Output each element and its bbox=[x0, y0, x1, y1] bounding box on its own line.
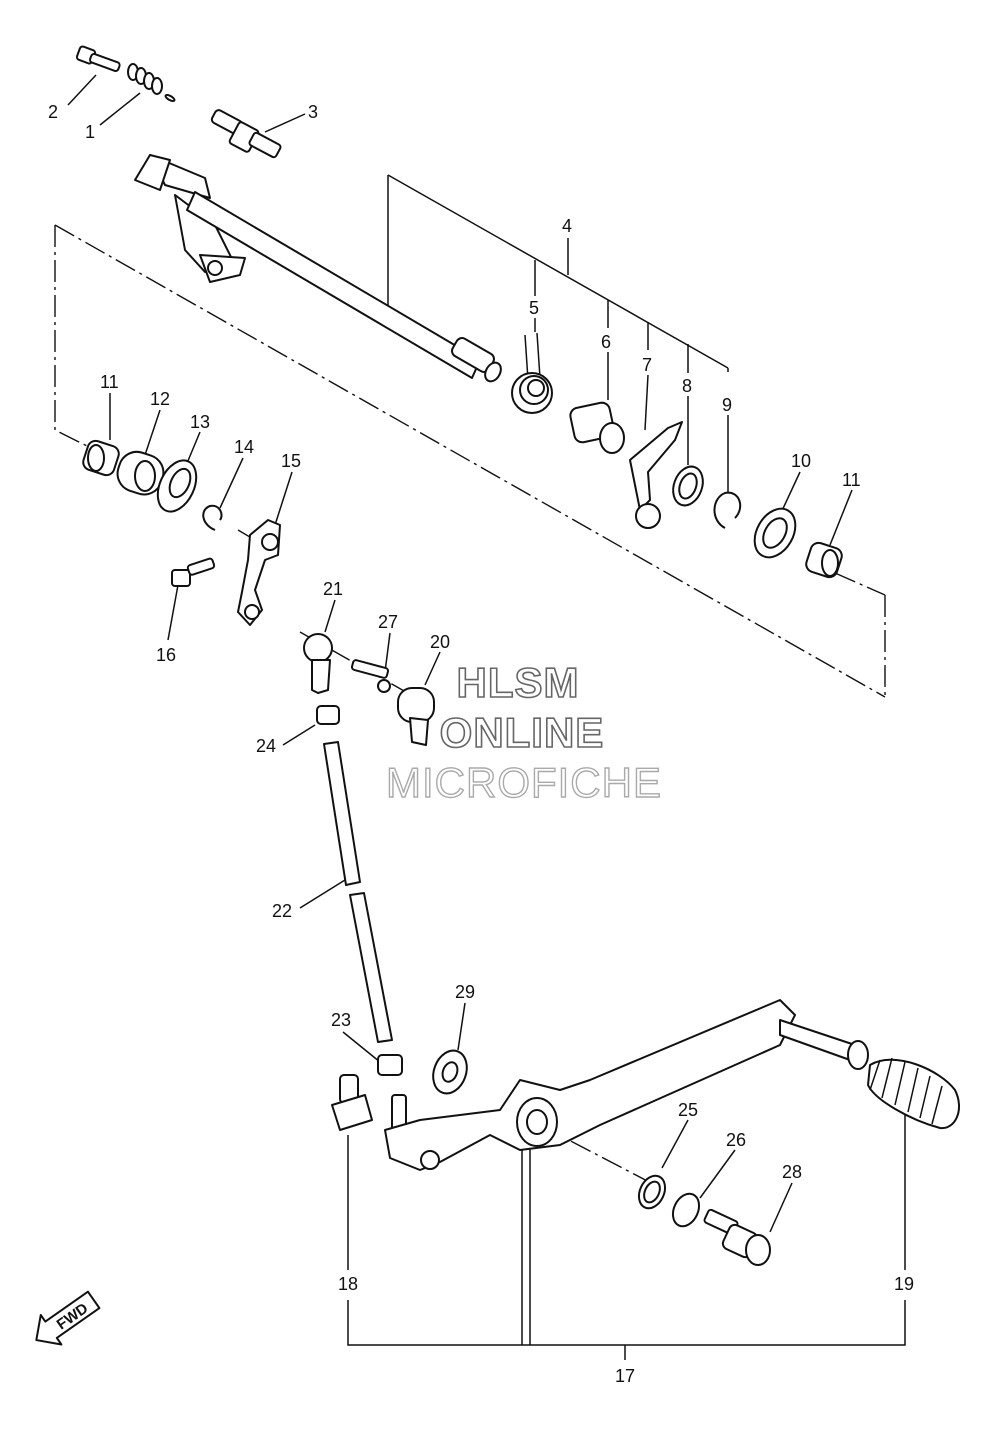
callout-11-left: 11 bbox=[100, 372, 119, 392]
part-19-rubber bbox=[867, 1057, 960, 1130]
callout-8: 8 bbox=[682, 376, 692, 396]
callout-9: 9 bbox=[722, 395, 732, 415]
callout-27: 27 bbox=[378, 612, 398, 632]
callout-3: 3 bbox=[308, 102, 318, 122]
part-16-bolt bbox=[171, 557, 216, 587]
part-20-rod-end bbox=[397, 687, 435, 746]
callout-24: 24 bbox=[256, 736, 276, 756]
part-5-spring bbox=[511, 332, 553, 414]
part-7-lever bbox=[629, 421, 683, 529]
part-3-stud bbox=[210, 109, 282, 159]
watermark-line-1: HLSM bbox=[457, 659, 580, 706]
callout-2: 2 bbox=[48, 102, 58, 122]
callout-11-right: 11 bbox=[842, 470, 861, 490]
callout-17: 17 bbox=[615, 1366, 635, 1386]
part-14-circlip bbox=[202, 504, 223, 531]
part-2-bolt bbox=[75, 45, 121, 72]
watermark-line-2: ONLINE bbox=[440, 709, 605, 756]
callout-15: 15 bbox=[281, 451, 301, 471]
callout-29: 29 bbox=[455, 982, 475, 1002]
part-15-arm bbox=[237, 519, 281, 626]
part-28-bolt bbox=[703, 1208, 771, 1266]
callout-6: 6 bbox=[601, 332, 611, 352]
part-11-bearing-right bbox=[805, 541, 843, 579]
bracket-lines bbox=[54, 74, 906, 1360]
callout-22: 22 bbox=[272, 901, 292, 921]
fwd-arrow-icon: FWD bbox=[35, 1290, 101, 1346]
part-8-washer bbox=[672, 465, 704, 507]
callout-23: 23 bbox=[331, 1010, 351, 1030]
callouts: 1 2 3 4 5 6 7 8 9 10 11 11 12 13 14 15 1… bbox=[48, 102, 914, 1386]
part-29-washer bbox=[432, 1049, 468, 1095]
part-27-bolt bbox=[350, 659, 391, 693]
callout-1: 1 bbox=[85, 122, 95, 142]
callout-20: 20 bbox=[430, 632, 450, 652]
part-24-nut bbox=[316, 705, 340, 725]
part-17-pedal bbox=[384, 999, 869, 1171]
callout-14: 14 bbox=[234, 437, 254, 457]
callout-10: 10 bbox=[791, 451, 811, 471]
callout-7: 7 bbox=[642, 355, 652, 375]
callout-28: 28 bbox=[782, 1162, 802, 1182]
callout-13: 13 bbox=[190, 412, 210, 432]
part-21-rod-end bbox=[303, 633, 333, 694]
shift-shaft bbox=[134, 154, 502, 383]
callout-26: 26 bbox=[726, 1130, 746, 1150]
callout-18: 18 bbox=[338, 1274, 358, 1294]
watermark-line-3: MICROFICHE bbox=[386, 759, 662, 806]
callout-21: 21 bbox=[323, 579, 343, 599]
part-13-washer bbox=[156, 459, 198, 513]
callout-25: 25 bbox=[678, 1100, 698, 1120]
callout-4: 4 bbox=[562, 216, 572, 236]
part-6-collar bbox=[569, 401, 625, 454]
parts bbox=[75, 45, 960, 1266]
callout-16: 16 bbox=[156, 645, 176, 665]
watermark: HLSM ONLINE MICROFICHE bbox=[385, 658, 662, 807]
part-22-rod bbox=[323, 741, 393, 1043]
part-25-washer bbox=[637, 1174, 667, 1210]
callout-19: 19 bbox=[894, 1274, 914, 1294]
part-11-bearing-left bbox=[82, 439, 120, 477]
callout-5: 5 bbox=[529, 298, 539, 318]
callout-12: 12 bbox=[150, 389, 170, 409]
part-9-circlip bbox=[713, 491, 742, 529]
part-23-nut bbox=[377, 1054, 403, 1076]
part-26-washer bbox=[671, 1192, 701, 1228]
part-10-washer bbox=[753, 507, 797, 559]
part-18-joint bbox=[331, 1074, 407, 1131]
part-1-spring bbox=[127, 63, 176, 103]
